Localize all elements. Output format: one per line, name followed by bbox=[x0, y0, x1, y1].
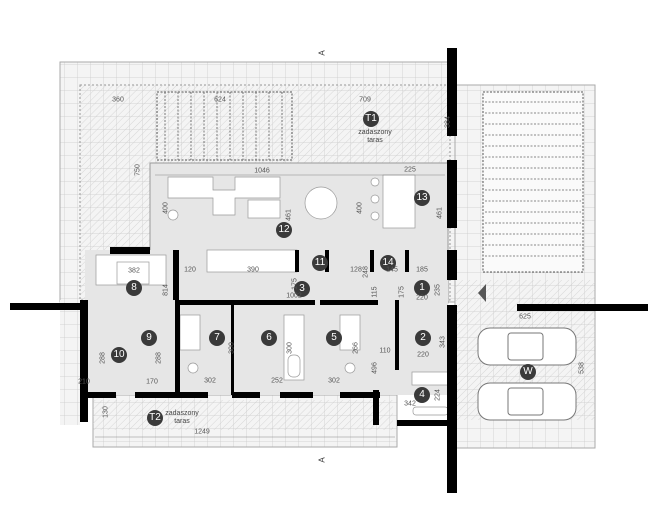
dimension-label: 538 bbox=[578, 362, 586, 374]
room-badge: 4 bbox=[414, 387, 430, 403]
dimension-label: 235 bbox=[434, 284, 442, 296]
room-badge: 9 bbox=[141, 330, 157, 346]
cars bbox=[477, 327, 577, 421]
walls bbox=[10, 48, 648, 493]
room-badge: 2 bbox=[415, 330, 431, 346]
section-marker-bottom: A bbox=[317, 457, 327, 463]
label-line: taras bbox=[174, 418, 190, 425]
dimension-label: 130 bbox=[102, 406, 110, 418]
dimension-label: 120 bbox=[184, 266, 196, 274]
dimension-label: 220 bbox=[417, 351, 429, 359]
dimension-label: 1249 bbox=[194, 428, 210, 436]
label-line: zadaszony bbox=[358, 129, 392, 136]
dimension-label: 342 bbox=[404, 400, 416, 408]
dimension-label: 175 bbox=[291, 278, 299, 290]
dimension-label: 115 bbox=[371, 286, 379, 298]
dimension-label: 814 bbox=[162, 284, 170, 296]
dimension-label: 145 bbox=[386, 266, 398, 274]
room-badge: W bbox=[520, 364, 536, 380]
dimension-label: 175 bbox=[398, 286, 406, 298]
dimension-label: 266 bbox=[352, 342, 360, 354]
section-marker-top: A bbox=[317, 50, 327, 56]
dimension-label: 625 bbox=[519, 313, 531, 321]
room-badge: 10 bbox=[111, 347, 127, 363]
dimension-label: 343 bbox=[439, 336, 447, 348]
room-badge: 12 bbox=[276, 222, 292, 238]
room-badge: T1 bbox=[363, 111, 379, 127]
room-badge: 14 bbox=[380, 255, 396, 271]
dimension-label: 300 bbox=[286, 342, 294, 354]
furniture bbox=[95, 174, 453, 416]
dimension-label: 110 bbox=[379, 347, 391, 355]
dimension-label: 288 bbox=[99, 352, 107, 364]
dimension-label: 400 bbox=[356, 202, 364, 214]
room-badge: 6 bbox=[261, 330, 277, 346]
pergola-north bbox=[156, 91, 293, 161]
room-badge: 7 bbox=[209, 330, 225, 346]
dimension-label: 210 bbox=[78, 378, 90, 386]
dimension-label: 248 bbox=[362, 266, 370, 278]
room-badge: 3 bbox=[294, 281, 310, 297]
dimension-label: 220 bbox=[416, 294, 428, 302]
dimension-label: 360 bbox=[112, 96, 124, 104]
room-badge: 13 bbox=[414, 190, 430, 206]
dimension-label: 128 bbox=[350, 266, 362, 274]
dimension-label: 496 bbox=[371, 362, 379, 374]
entrance-arrow bbox=[478, 284, 486, 302]
dimension-label: 461 bbox=[436, 207, 444, 219]
carport-slats bbox=[485, 101, 581, 257]
dimension-label: 400 bbox=[162, 202, 170, 214]
room-badge: 5 bbox=[326, 330, 342, 346]
room-badge: 1 bbox=[414, 280, 430, 296]
dimension-label: 1046 bbox=[254, 167, 270, 175]
dimension-label: 252 bbox=[271, 377, 283, 385]
pergola-slats bbox=[164, 92, 283, 160]
dimension-label: 224 bbox=[434, 389, 442, 401]
dimension-label: 302 bbox=[328, 377, 340, 385]
label-line: zadaszony bbox=[165, 410, 199, 417]
terrace-t2 bbox=[93, 400, 393, 430]
dimension-label: 709 bbox=[359, 96, 371, 104]
dimension-label: 1002 bbox=[286, 292, 302, 300]
dimension-label: 382 bbox=[128, 267, 140, 275]
dimension-label: 461 bbox=[285, 209, 293, 221]
paving-west bbox=[60, 300, 80, 425]
room-badge: 11 bbox=[312, 255, 328, 271]
dimension-label: 170 bbox=[146, 378, 158, 386]
label-line: taras bbox=[367, 137, 383, 144]
carport-pergola bbox=[482, 91, 584, 273]
room-badge: T2 bbox=[147, 410, 163, 426]
dimension-label: 390 bbox=[247, 266, 259, 274]
dimension-label: 750 bbox=[134, 164, 142, 176]
room-badge: 8 bbox=[126, 280, 142, 296]
dimension-label: 225 bbox=[404, 166, 416, 174]
dimension-label: 288 bbox=[155, 352, 163, 364]
dimension-label: 624 bbox=[214, 96, 226, 104]
dimension-label: 302 bbox=[204, 377, 216, 385]
dimension-label: 300 bbox=[228, 342, 236, 354]
dimension-label: 185 bbox=[416, 266, 428, 274]
dimension-label: 384 bbox=[444, 116, 452, 128]
